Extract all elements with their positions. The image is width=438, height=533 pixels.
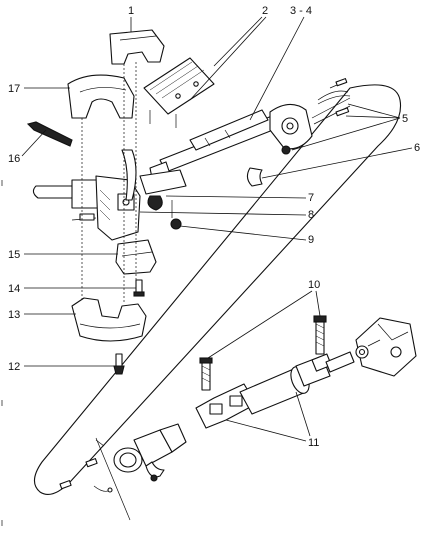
callout-label-16: 16 [8, 153, 20, 165]
shroud-screw-lower [113, 353, 125, 375]
column-mount-flange [269, 78, 351, 155]
callout-14: 14 [8, 283, 136, 295]
callout-8: 8 [139, 209, 314, 221]
callout-label-6: 6 [414, 142, 420, 154]
bolt-and-nut [170, 200, 182, 230]
callout-12: 12 [8, 361, 116, 373]
intermediate-shaft [195, 351, 355, 429]
callout-label-17: 17 [8, 83, 20, 95]
coupling-bolt [313, 315, 327, 355]
callout-16: 16 [8, 129, 47, 165]
callout-13: 13 [8, 309, 76, 321]
callout-label-12: 12 [8, 361, 20, 373]
upper-shroud [67, 74, 135, 119]
callout-label-11: 11 [308, 437, 319, 449]
callout-label-5: 5 [402, 113, 408, 125]
callout-2: 2 [189, 5, 268, 101]
callout-9: 9 [179, 225, 314, 246]
callout-label-3-4: 3 - 4 [290, 5, 312, 17]
callout-3-4: 3 - 4 [249, 5, 312, 121]
turn-signal-lever [26, 121, 73, 147]
lower-coupling-bolt [199, 357, 213, 391]
callout-1: 1 [128, 5, 134, 32]
callout-label-14: 14 [8, 283, 20, 295]
callout-label-10: 10 [308, 279, 320, 291]
callout-label-15: 15 [8, 249, 20, 261]
callout-label-8: 8 [308, 209, 314, 221]
alignment-lines [81, 62, 137, 302]
callout-label-1: 1 [128, 5, 134, 17]
callout-6: 6 [261, 142, 420, 179]
lower-shroud [71, 297, 147, 342]
upper-column-shaft [159, 109, 279, 173]
callout-15: 15 [8, 249, 118, 261]
callout-label-9: 9 [308, 234, 314, 246]
callout-label-2: 2 [262, 5, 268, 17]
callout-17: 17 [8, 83, 70, 95]
callout-10: 10 [207, 279, 321, 359]
retaining-clip [246, 167, 263, 187]
callout-5: 5 [291, 103, 408, 151]
switch-assembly [32, 149, 187, 241]
lower-bracket [115, 239, 157, 275]
callout-label-13: 13 [8, 309, 20, 321]
upper-shroud-small [109, 29, 165, 65]
shroud-screw-upper [133, 279, 145, 297]
steering-gear [355, 317, 417, 377]
callout-label-7: 7 [308, 192, 314, 204]
callout-7: 7 [165, 192, 314, 204]
callout-11: 11 [225, 391, 319, 449]
ignition-lock-cylinder [59, 423, 187, 521]
mounting-plate [143, 57, 215, 128]
